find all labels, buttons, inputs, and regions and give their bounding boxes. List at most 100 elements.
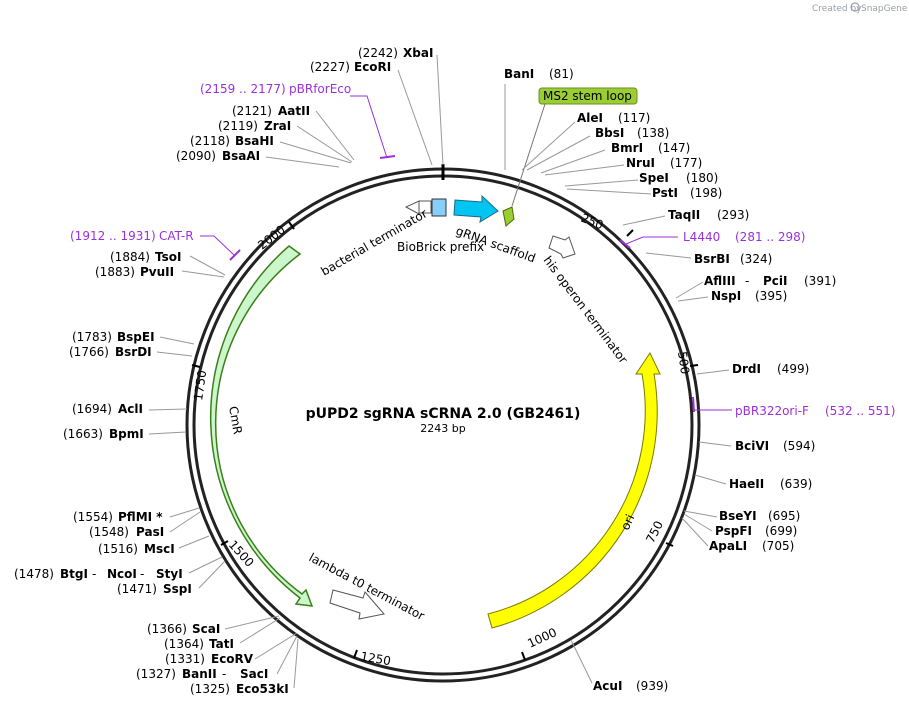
enzyme-msci-pos: (1516) xyxy=(98,542,138,556)
enzyme-alei-pos: (117) xyxy=(618,111,650,125)
enzyme-banii-name: BanII xyxy=(182,667,217,681)
enzyme-pasi-name: PasI xyxy=(136,525,164,539)
enzyme-tsoi-name: TsoI xyxy=(155,250,181,264)
enzyme-bbsi-name: BbsI xyxy=(595,126,624,140)
primer-pbr322orif-name: pBR322ori-F xyxy=(735,404,809,418)
enzyme-nspi-name: NspI xyxy=(711,289,741,303)
enzyme-nrui-pos: (177) xyxy=(670,156,702,170)
enzyme-bmri-name: BmrI xyxy=(611,141,643,155)
ms2-stem-loop-marker[interactable] xyxy=(502,206,515,227)
enzyme-bseyi-pos: (695) xyxy=(768,509,800,523)
enzyme-acli-name: AclI xyxy=(118,402,143,416)
enzyme-alei-name: AleI xyxy=(577,111,603,125)
ms2-leader xyxy=(511,103,546,207)
enzyme-afliii-pos: (391) xyxy=(804,274,836,288)
enzyme-nspi-pos: (395) xyxy=(755,289,787,303)
enzyme-bpmi-name: BpmI xyxy=(109,427,144,441)
biobrick-prefix-box[interactable] xyxy=(431,198,447,217)
ori-feature-arrow[interactable] xyxy=(487,351,661,629)
enzyme-leader xyxy=(181,270,225,278)
enzyme-leader xyxy=(677,296,709,302)
enzyme-tati-pos: (1364) xyxy=(164,637,204,651)
enzyme-zrai-name: ZraI xyxy=(264,119,291,133)
enzyme-leader xyxy=(436,54,444,166)
enzyme-xbai-pos: (2242) xyxy=(358,46,398,60)
enzyme-leader xyxy=(265,156,340,168)
enzyme-apali-name: ApaLI xyxy=(709,539,747,553)
enzyme-leader xyxy=(159,336,195,345)
credit-prefix: Created by xyxy=(812,4,862,14)
enzyme-leader xyxy=(397,69,433,166)
cmr-label: CmR xyxy=(226,405,245,435)
his-terminator-arrow[interactable] xyxy=(548,235,576,259)
cmr-feature-arrow[interactable] xyxy=(209,245,314,607)
enzyme-leader xyxy=(694,474,727,485)
ms2-label-box xyxy=(538,87,638,105)
primer-leaders xyxy=(200,95,732,411)
enzyme-leader xyxy=(683,513,713,532)
enzyme-btgi-sep: - xyxy=(92,567,96,581)
tick-mark xyxy=(689,364,699,367)
primer-l4440-range: (281 .. 298) xyxy=(735,230,805,244)
tick-mark xyxy=(626,229,634,237)
enzyme-acli-pos: (1694) xyxy=(72,402,112,416)
enzyme-leader xyxy=(224,615,280,630)
enzyme-leader xyxy=(540,149,606,174)
enzyme-acui-pos: (939) xyxy=(636,679,668,693)
primer-leader xyxy=(350,95,388,159)
enzyme-pvuii-pos: (1883) xyxy=(95,265,135,279)
enzyme-leader xyxy=(254,632,298,660)
enzyme-banii-pos: (1327) xyxy=(136,667,176,681)
gRNA-scaffold-arrow[interactable] xyxy=(453,194,499,224)
enzyme-leader xyxy=(645,252,692,259)
enzyme-leader xyxy=(521,121,576,171)
enzyme-leader xyxy=(315,110,355,161)
enzyme-tsoi-pos: (1884) xyxy=(110,250,150,264)
enzyme-leader xyxy=(276,635,298,675)
primer-leader xyxy=(200,235,235,256)
enzyme-leader xyxy=(239,617,281,644)
lambda-terminator-arrow[interactable] xyxy=(329,589,385,620)
primer-pbrforeco-name: pBRforEco xyxy=(289,82,351,96)
enzyme-leader xyxy=(178,535,210,549)
enzyme-bcivi-pos: (594) xyxy=(783,439,815,453)
enzyme-leader xyxy=(622,215,666,226)
enzyme-bbsi-pos: (138) xyxy=(637,126,669,140)
enzyme-saci-name: SacI xyxy=(240,667,268,681)
credit-brand: SnapGene xyxy=(861,4,908,14)
enzyme-eco53ki-pos: (1325) xyxy=(190,682,230,696)
enzyme-bpmi-pos: (1663) xyxy=(63,427,103,441)
snapgene-logo-icon xyxy=(850,2,860,12)
enzyme-leader xyxy=(279,141,352,164)
enzyme-leader xyxy=(570,639,593,684)
enzyme-pcii-name: PciI xyxy=(763,274,788,288)
enzyme-xbai-name: XbaI xyxy=(403,46,433,60)
enzyme-sspi-pos: (1471) xyxy=(117,582,157,596)
enzyme-leader xyxy=(296,125,353,163)
enzyme-psti-pos: (198) xyxy=(690,186,722,200)
enzyme-leader xyxy=(544,164,625,176)
enzyme-leader xyxy=(148,408,188,411)
enzyme-bspei-name: BspEI xyxy=(117,330,155,344)
enzyme-drdi-pos: (499) xyxy=(777,362,809,376)
enzyme-leader xyxy=(148,431,187,435)
tick-label-1750: 1750 xyxy=(191,369,209,401)
tick-mark xyxy=(191,364,201,368)
enzyme-tati-name: TatI xyxy=(209,637,234,651)
enzyme-bcivi-name: BciVI xyxy=(735,439,769,453)
enzyme-zrai-pos: (2119) xyxy=(218,119,258,133)
enzyme-eco53ki-name: Eco53kI xyxy=(236,682,289,696)
enzyme-nrui-name: NruI xyxy=(626,156,655,170)
enzyme-ecorv-pos: (1331) xyxy=(165,652,205,666)
primer-catr-mark xyxy=(229,249,241,261)
enzyme-haeii-name: HaeII xyxy=(729,477,764,491)
enzyme-pasi-pos: (1548) xyxy=(89,525,129,539)
primer-pbrforeco-mark xyxy=(379,155,396,159)
enzyme-btgi-name: BtgI xyxy=(60,567,88,581)
enzyme-bseyi-name: BseYI xyxy=(719,509,757,523)
enzyme-pvuii-name: PvuII xyxy=(140,265,174,279)
enzyme-leader xyxy=(675,281,704,299)
primer-pbr322orif-mark xyxy=(692,396,695,413)
enzyme-leader xyxy=(683,510,718,518)
enzyme-leader xyxy=(696,369,730,375)
